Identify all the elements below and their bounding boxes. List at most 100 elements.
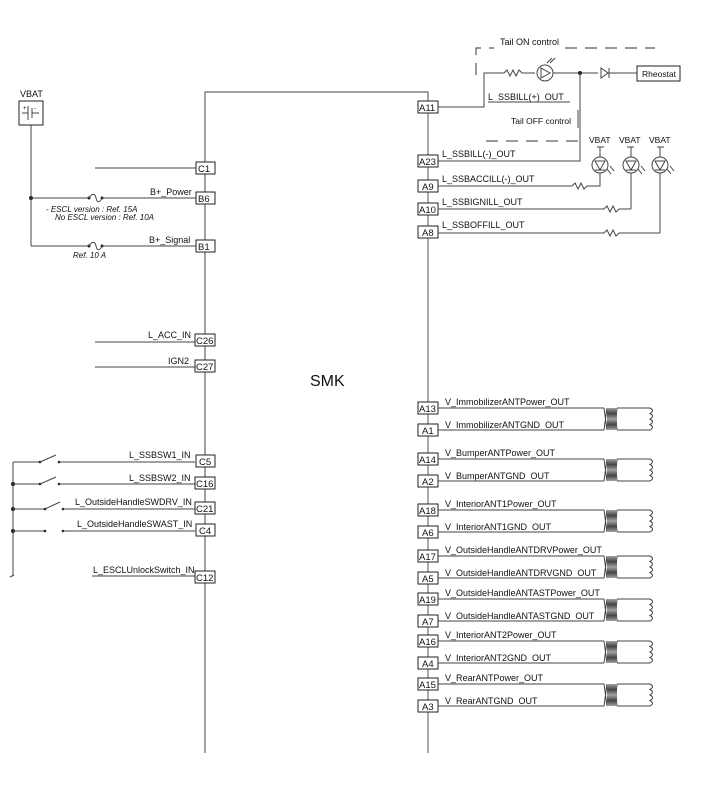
svg-text:A11: A11 — [419, 103, 435, 114]
svg-text:A6: A6 — [422, 528, 434, 539]
signal-a8: L_SSBOFFILL_OUT — [442, 220, 525, 230]
vbat-label: VBAT — [589, 135, 611, 145]
signal-a2: V_BumperANTGND_OUT — [445, 471, 550, 481]
svg-text:C26: C26 — [196, 336, 213, 347]
led-icon — [591, 146, 615, 182]
pin-a7: A7 — [417, 614, 439, 628]
svg-text:C5: C5 — [199, 457, 211, 468]
resistor-icon — [503, 68, 535, 78]
module-outline-left — [204, 91, 429, 753]
signal-a17: V_OutsideHandleANTDRVPower_OUT — [445, 545, 602, 555]
fuse-icon — [87, 193, 104, 203]
wire-a23 — [438, 73, 581, 162]
svg-text:A19: A19 — [419, 595, 436, 606]
module-name: SMK — [310, 373, 345, 390]
signal-a13: V_ImmobilizerANTPower_OUT — [445, 397, 570, 407]
signal-c5: L_SSBSW1_IN — [129, 450, 191, 460]
svg-text:A23: A23 — [419, 157, 436, 168]
vbat-label: VBAT — [20, 89, 43, 99]
signal-a1: V_ImmobilizerANTGND_OUT — [445, 420, 565, 430]
indicator-lamp-icon — [536, 57, 556, 82]
svg-text:A1: A1 — [422, 426, 434, 437]
svg-text:A9: A9 — [422, 182, 434, 193]
pin-a10: A10 — [417, 202, 439, 216]
svg-text:A18: A18 — [419, 506, 436, 517]
svg-text:C16: C16 — [196, 479, 213, 490]
svg-text:-: - — [34, 106, 36, 112]
pin-c5: C5 — [195, 454, 216, 468]
switch-icon — [43, 529, 65, 533]
antenna-2: A14A2V_BumperANTPower_OUTV_BumperANTGND_… — [417, 448, 653, 488]
signal-a7: V_OutsideHandleANTASTGND_OUT — [445, 611, 595, 621]
vbat-label: VBAT — [619, 135, 641, 145]
antenna-coil-icon — [603, 458, 653, 482]
pin-a13: A13 — [417, 401, 439, 415]
svg-text:A16: A16 — [419, 637, 436, 648]
pin-c16: C16 — [194, 476, 216, 490]
fuse-note-b1: Ref. 10 A — [73, 251, 106, 260]
switch-icon — [38, 476, 61, 486]
svg-text:A7: A7 — [422, 617, 434, 628]
signal-c21: L_OutsideHandleSWDRV_IN — [75, 497, 192, 507]
signal-a23: L_SSBILL(-)_OUT — [442, 149, 516, 159]
svg-text:A4: A4 — [422, 659, 434, 670]
antenna-coil-icon — [603, 683, 653, 707]
svg-text:C27: C27 — [196, 362, 213, 373]
pin-b1: B1 — [195, 239, 216, 253]
svg-text:C1: C1 — [198, 164, 210, 175]
pin-a11: A11 — [417, 100, 439, 114]
pin-a5: A5 — [417, 571, 439, 585]
svg-text:C12: C12 — [196, 573, 213, 584]
svg-text:C4: C4 — [199, 526, 211, 537]
diode-icon — [600, 67, 610, 79]
signal-a11: L_SSBILL(+)_OUT — [488, 92, 564, 102]
pin-c26: C26 — [194, 333, 216, 347]
svg-text:A3: A3 — [422, 702, 434, 713]
fuse-icon — [87, 241, 104, 251]
tail-on-boundary — [475, 47, 655, 75]
signal-a5: V_OutsideHandleANTDRVGND_OUT — [445, 568, 597, 578]
svg-text:B1: B1 — [198, 242, 210, 253]
switch-icon — [43, 501, 65, 511]
wire-a11 — [438, 72, 504, 108]
pin-a15: A15 — [417, 677, 439, 691]
signal-c16: L_SSBSW2_IN — [129, 473, 191, 483]
pin-c1: C1 — [195, 161, 216, 175]
svg-text:C21: C21 — [196, 504, 213, 515]
signal-a6: V_InteriorANT1GND_OUT — [445, 522, 552, 532]
wire-a10 — [438, 204, 631, 214]
pin-c27: C27 — [194, 359, 216, 373]
pin-a1: A1 — [417, 423, 439, 437]
antenna-coil-icon — [603, 509, 653, 533]
signal-c26: L_ACC_IN — [148, 330, 191, 340]
pin-a23: A23 — [417, 154, 439, 168]
rheostat-box — [636, 65, 681, 82]
vbat-label: VBAT — [649, 135, 671, 145]
pin-a16: A16 — [417, 634, 439, 648]
signal-a15: V_RearANTPower_OUT — [445, 673, 544, 683]
signal-b6: B+_Power — [150, 187, 192, 197]
pin-a2: A2 — [417, 474, 439, 488]
pin-a4: A4 — [417, 656, 439, 670]
signal-a4: V_InteriorANT2GND_OUT — [445, 653, 552, 663]
signal-a16: V_InteriorANT2Power_OUT — [445, 630, 557, 640]
pin-a14: A14 — [417, 452, 439, 466]
wire-a8 — [438, 228, 660, 238]
pin-a19: A19 — [417, 592, 439, 606]
signal-a18: V_InteriorANT1Power_OUT — [445, 499, 557, 509]
pin-a18: A18 — [417, 503, 439, 517]
switch-icon — [38, 454, 61, 464]
pin-c12: C12 — [194, 570, 216, 584]
battery-icon: + - — [18, 100, 44, 126]
svg-text:A14: A14 — [419, 455, 436, 466]
tail-off-label: Tail OFF control — [511, 116, 571, 126]
fuse-note-1: - ESCL version : Ref. 15A — [46, 205, 137, 214]
svg-text:A8: A8 — [422, 228, 434, 239]
led-icon — [622, 146, 646, 209]
svg-text:A2: A2 — [422, 477, 434, 488]
